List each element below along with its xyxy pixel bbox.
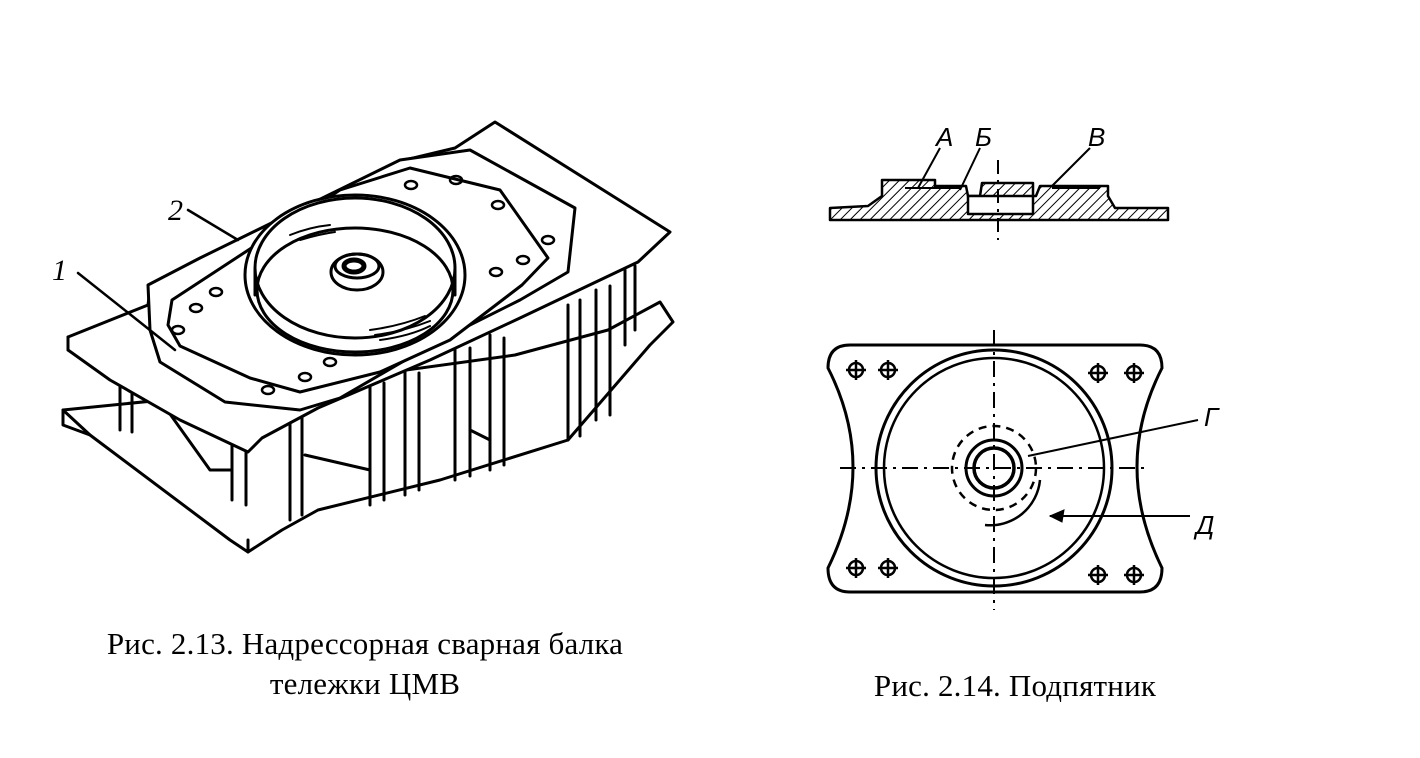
leader-line-1 xyxy=(76,271,177,352)
label-part-2: 2 xyxy=(168,194,183,227)
bolt-holes xyxy=(170,174,556,396)
caption-line-1: Рис. 2.13. Надрессорная сварная балка xyxy=(106,626,624,661)
figure-2-13-caption: Рис. 2.13. Надрессорная сварная балка те… xyxy=(40,624,690,704)
figure-2-14-caption: Рис. 2.14. Подпятник xyxy=(873,668,1157,703)
label-v: В xyxy=(1088,122,1105,152)
center-plate xyxy=(166,166,556,396)
plan-bolt-holes xyxy=(846,360,1144,585)
label-g: Г xyxy=(1204,402,1220,432)
center-plate-section-view xyxy=(828,147,1170,240)
label-d: Д xyxy=(1193,510,1214,540)
label-part-1: 1 xyxy=(52,254,67,287)
bolster-beam-drawing xyxy=(61,120,675,554)
leader-line-2 xyxy=(186,208,240,242)
label-b: Б xyxy=(975,122,992,152)
center-plate-plan-view xyxy=(826,330,1199,610)
label-a: А xyxy=(934,122,953,152)
caption-line-2: тележки ЦМВ xyxy=(269,666,461,701)
